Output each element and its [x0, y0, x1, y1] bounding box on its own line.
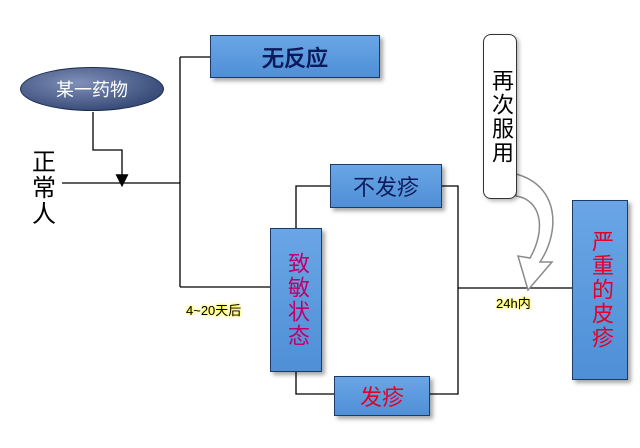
no-rash-label: 不发疹 — [352, 176, 419, 201]
drug-arrow — [92, 112, 129, 188]
rechallenge-time-label: 24h内 — [496, 296, 531, 311]
no-reaction-label: 无反应 — [261, 46, 328, 72]
no-rash-box: 不发疹 — [330, 164, 442, 208]
drug-label: 某一药物 — [56, 80, 128, 101]
severe-rash-box: 严重的皮疹 — [572, 200, 628, 380]
normal-person-label: 正常人 — [27, 149, 56, 227]
drug-ellipse: 某一药物 — [20, 67, 164, 111]
line-to-rash — [295, 372, 334, 395]
line-from-no-rash — [430, 185, 459, 395]
no-reaction-box: 无反应 — [210, 35, 380, 78]
rash-box: 发疹 — [334, 376, 430, 416]
retake-curved-arrow — [515, 173, 554, 292]
sensitized-box: 致敏状态 — [270, 228, 322, 372]
retake-label: 再次服用 — [488, 68, 513, 165]
rash-label: 发疹 — [359, 386, 404, 411]
retake-box: 再次服用 — [483, 34, 517, 199]
line-to-no-rash — [295, 185, 330, 228]
severe-rash-label: 严重的皮疹 — [588, 230, 613, 350]
sensitized-label: 致敏状态 — [284, 252, 309, 348]
sensitization-time-label: 4~20天后 — [186, 303, 242, 318]
